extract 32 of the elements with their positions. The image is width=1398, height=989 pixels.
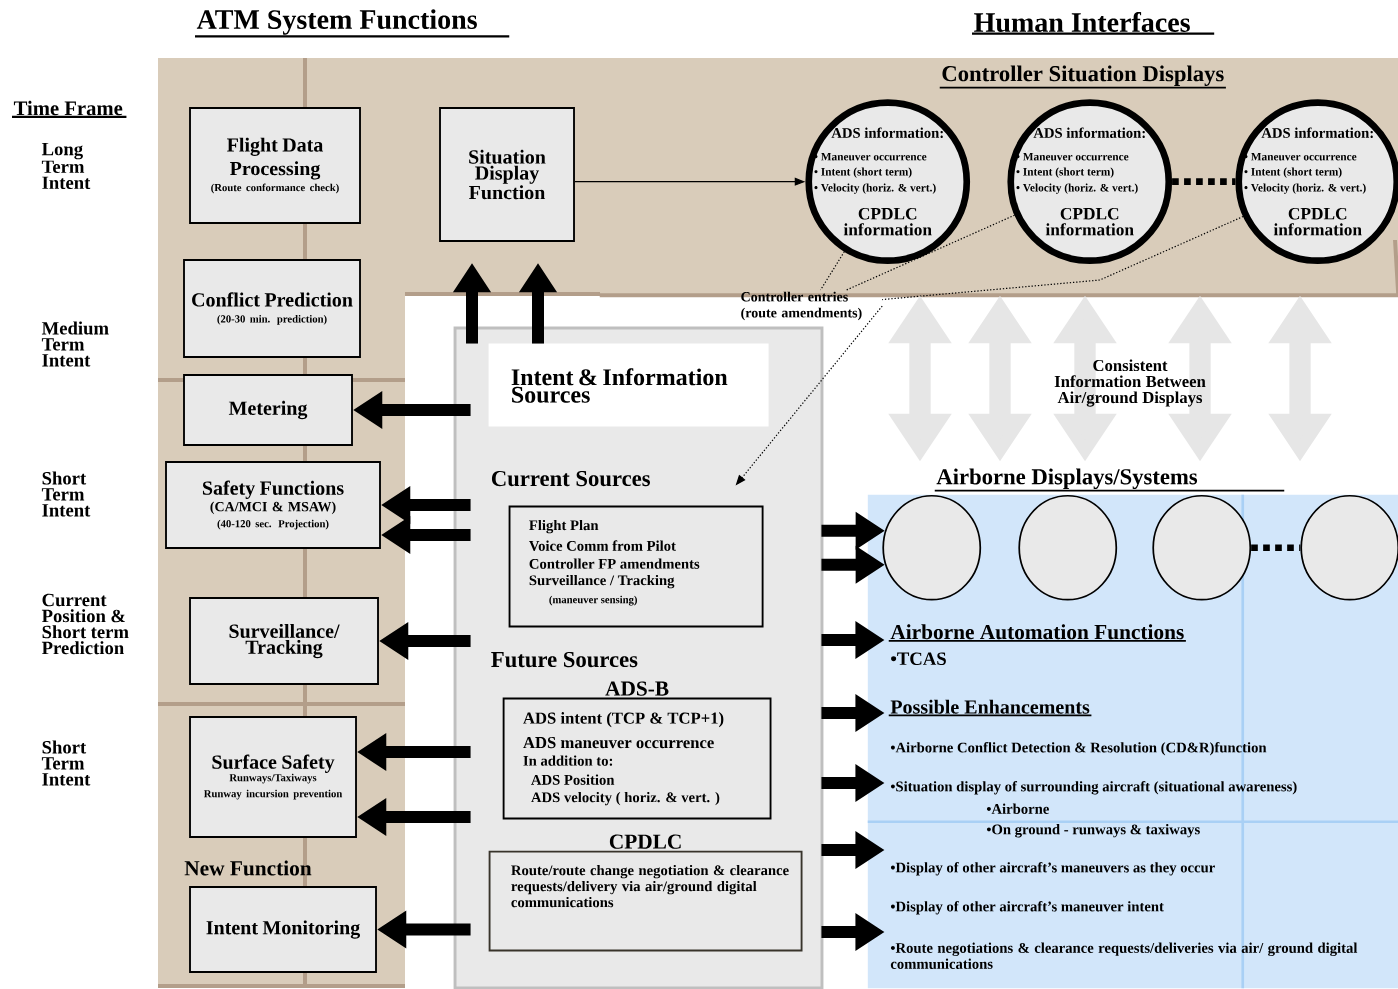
display-circle [1152, 494, 1252, 601]
source-box: CPDLC Route/route change negotiation & clearance requests/delivery via air/ground digital communications [488, 834, 803, 952]
label-text: Current Position & Short term Prediction [41, 593, 129, 655]
function-box: Conflict Prediction (20-30 min. prediction) [183, 259, 361, 358]
function-box: New Function Intent Monitoring [184, 860, 377, 973]
node-label: Controller Situation Displays [942, 65, 1224, 87]
display-circle [1300, 494, 1398, 601]
display-circle [1018, 494, 1118, 601]
label-text: Short Term Intent [41, 471, 91, 517]
node-label: Airborne Displays/Systems [936, 468, 1198, 490]
dotted-line [845, 214, 1016, 291]
label-text: Medium Term Intent [41, 321, 109, 367]
label-text: Short Term Intent [41, 740, 91, 786]
function-box: Surveillance/ Tracking [189, 597, 379, 685]
dotted-line [881, 215, 1244, 301]
heading: Human Interfaces [972, 11, 1215, 35]
function-box: Situation Display Function [439, 107, 575, 242]
function-box: Surface Safety Runways/Taxiways Runway incursion prevention [189, 716, 357, 838]
dotted-line [819, 251, 845, 291]
source-box: ADS-B ADS intent (TCP & TCP+1) ADS maneuver occurrence In addition to: ADS Position ADS velocity ( horiz. & vert. ) [502, 681, 772, 820]
label-text: Long Term Intent [41, 142, 91, 190]
function-box: Metering [183, 374, 353, 446]
label-text: Consistent Information Between Air/ground Displays [1054, 359, 1206, 407]
display-circle [882, 494, 982, 601]
node-label: ADS-B [605, 681, 669, 696]
node-label: New Function [184, 860, 312, 876]
function-box: Flight Data Processing (Route conformance check) [189, 107, 361, 224]
source-box: Flight Plan Voice Comm from Pilot Controller FP amendments Surveillance / Tracking (maneuver sensing) [508, 505, 764, 628]
heading: Time Frame [12, 100, 127, 118]
heading: ATM System Functions [195, 9, 510, 38]
node-label: CPDLC [609, 834, 681, 849]
function-box: Safety Functions (CA/MCI & MSAW) (40-120 sec. Projection) [165, 461, 381, 549]
